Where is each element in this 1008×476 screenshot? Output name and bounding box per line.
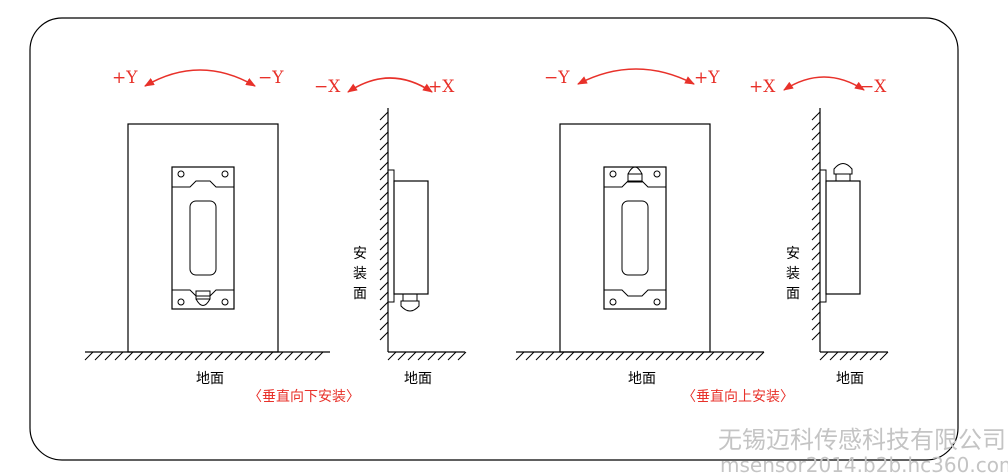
wall-hatch-side: [379, 111, 389, 341]
ground-label-front: 地面: [196, 371, 224, 387]
mount-face-char-2: 装: [353, 266, 367, 282]
caption-vertical-up: 〈垂直向上安装〉: [682, 388, 794, 405]
caption-vertical-down: 〈垂直向下安装〉: [248, 388, 360, 405]
arrow-label-minus-y: −Y: [258, 68, 284, 88]
panel-vertical-up: −Y +Y +X −X 地面: [515, 68, 889, 405]
sensor-front-view: [171, 166, 235, 310]
sensor-side-view: [387, 169, 429, 312]
arrow-label-plus-x: +X: [428, 77, 455, 97]
x-rotation-arrow: [783, 76, 865, 91]
outer-frame: [29, 17, 959, 461]
sensor-side-view: [819, 163, 861, 303]
mount-face-char-3: 面: [353, 286, 367, 302]
panel-vertical-down: +Y −Y −X +X 地面: [84, 68, 467, 405]
ground-hatch-front: [84, 351, 324, 361]
mount-face-char-3: 面: [786, 286, 800, 302]
ground-label-side: 地面: [836, 371, 864, 387]
y-rotation-arrow: [144, 69, 256, 87]
arrow-label-minus-x: −X: [314, 77, 341, 97]
y-rotation-arrow: [577, 68, 695, 85]
ground-label-side: 地面: [404, 371, 432, 387]
arrow-label-plus-y: +Y: [694, 68, 720, 88]
ground-hatch-front: [515, 351, 765, 361]
arrow-label-minus-y: −Y: [544, 68, 570, 88]
ground-label-front: 地面: [628, 371, 656, 387]
mount-face-char-1: 安: [353, 246, 367, 262]
arrow-label-plus-x: +X: [749, 77, 776, 97]
arrow-label-minus-x: −X: [860, 77, 887, 97]
wall-hatch-side: [811, 111, 821, 341]
x-rotation-arrow: [347, 77, 433, 93]
mount-face-char-2: 装: [786, 266, 800, 282]
mount-face-char-1: 安: [786, 246, 800, 262]
arrow-label-plus-y: +Y: [112, 68, 138, 88]
sensor-front-view: [603, 166, 667, 310]
watermark-company: 无锡迈科传感科技有限公司: [718, 426, 1006, 454]
front-mount-board: [127, 123, 279, 353]
watermark-url: msensor2014.b2b.hc360.com: [720, 453, 1008, 476]
front-mount-board: [559, 123, 711, 353]
